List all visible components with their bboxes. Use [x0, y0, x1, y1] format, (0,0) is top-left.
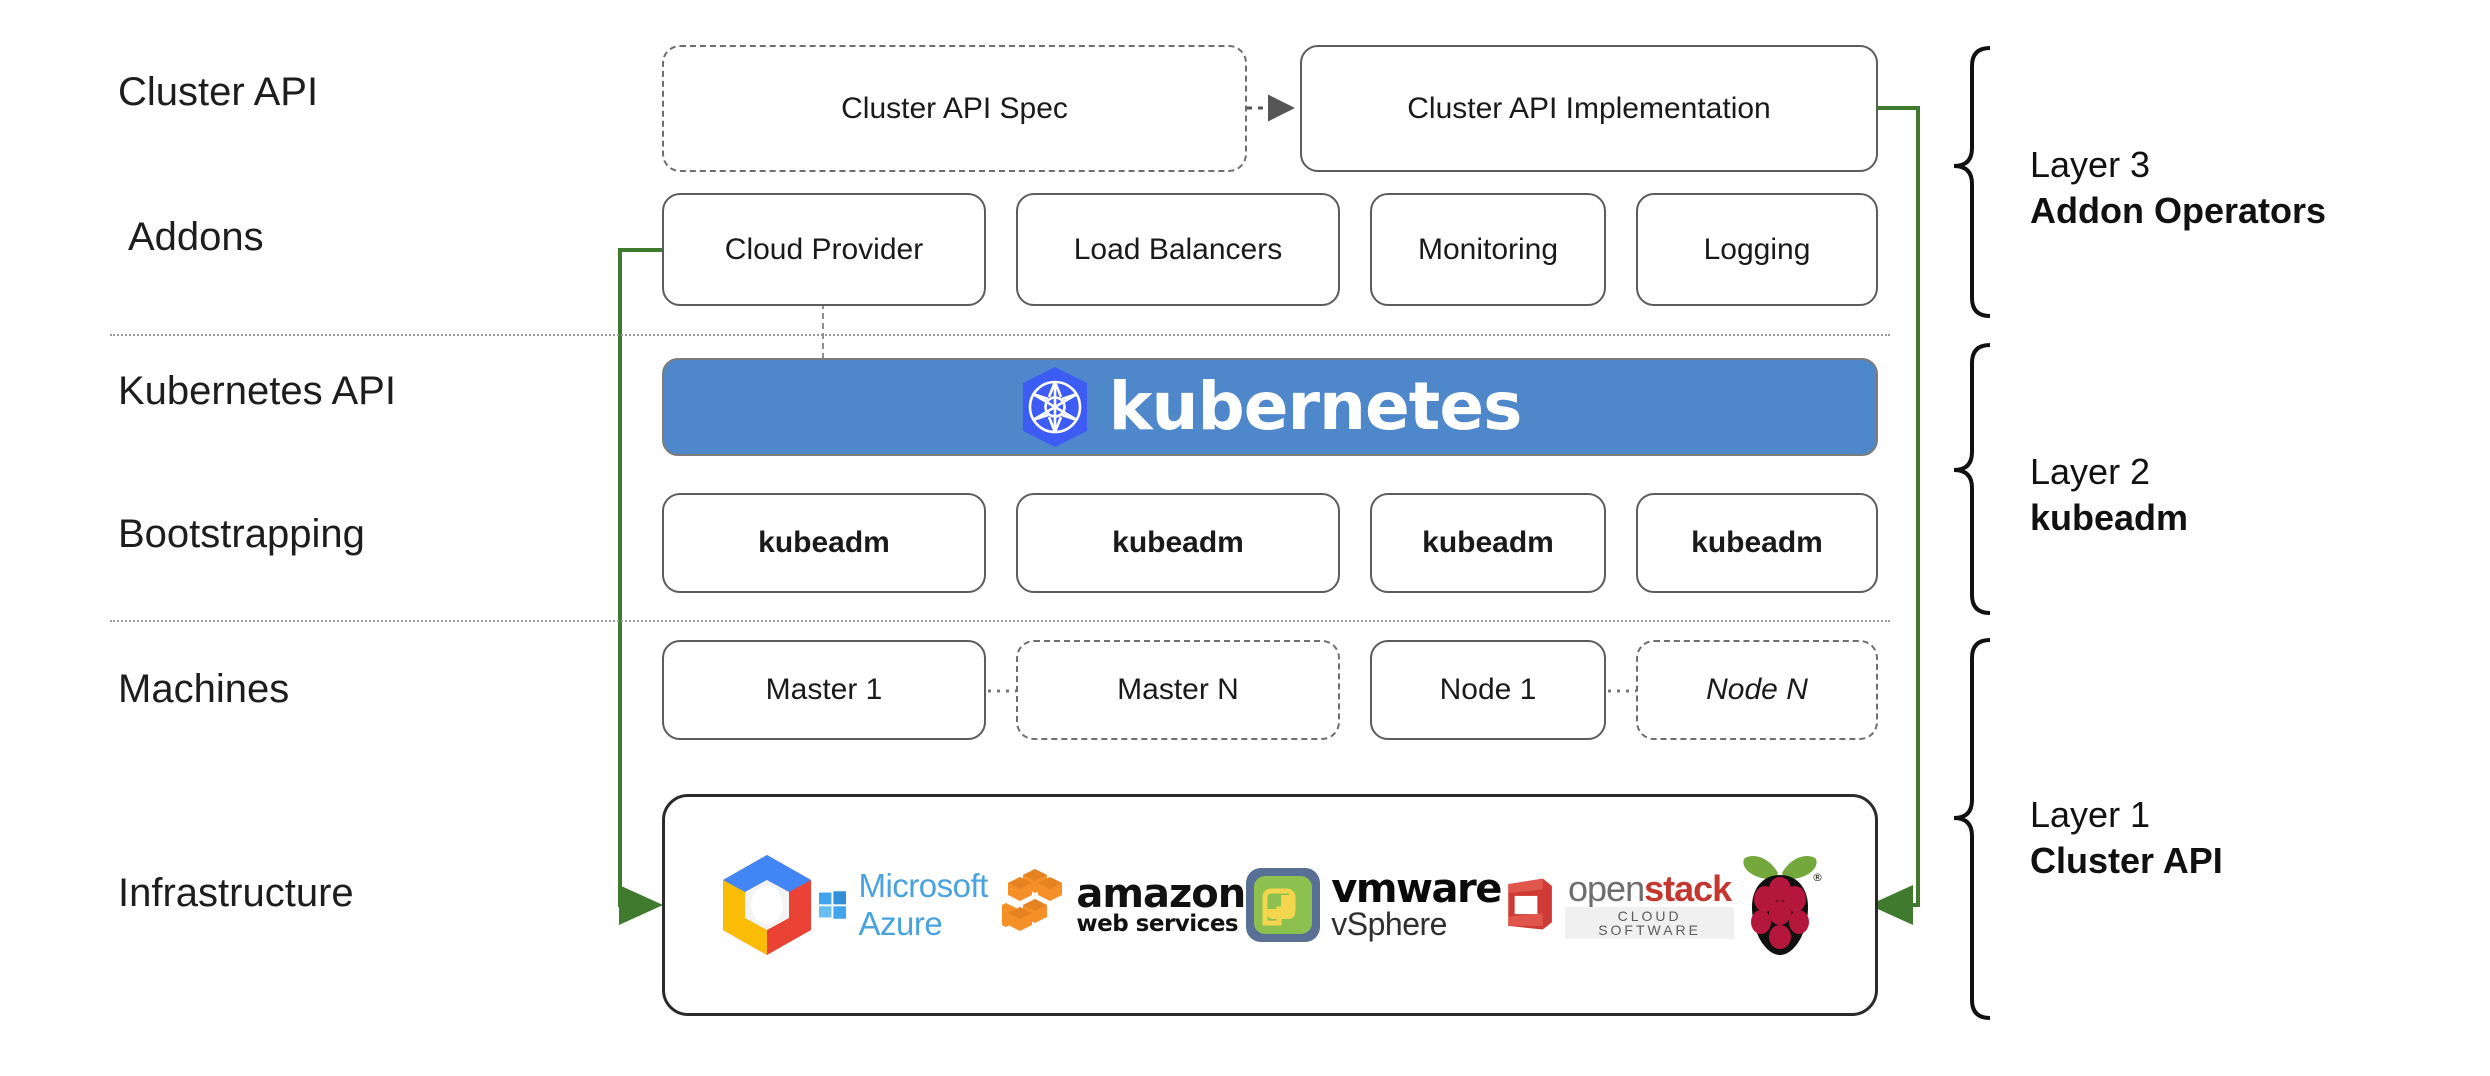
- addon-label-cloud-provider: Cloud Provider: [724, 232, 924, 266]
- addon-label-logging: Logging: [1703, 232, 1811, 266]
- microsoft-azure-wordmark: Microsoft Azure: [858, 867, 988, 942]
- cluster-api-implementation-label: Cluster API Implementation: [1407, 91, 1771, 125]
- machines-ellipsis-1: [988, 689, 1016, 693]
- machine-label-node-n: Node N: [1706, 673, 1808, 706]
- openstack-open-wordmark: open: [1568, 868, 1645, 909]
- addon-label-load-balancers: Load Balancers: [1073, 232, 1283, 266]
- layer-1-brace: [1953, 638, 1991, 1020]
- bootstrap-box-2[interactable]: kubeadm: [1016, 493, 1340, 593]
- addon-box-cloud-provider[interactable]: Cloud Provider: [662, 193, 986, 306]
- vsphere-subtitle: vSphere: [1331, 906, 1447, 942]
- row-label-addons: Addons: [128, 215, 264, 259]
- microsoft-azure-logo[interactable]: Microsoft Azure: [819, 867, 1002, 943]
- vsphere-icon: [1246, 868, 1321, 942]
- layer-1-title: Cluster API: [2030, 840, 2223, 882]
- google-cloud-platform-logo[interactable]: [715, 851, 819, 959]
- windows-flag-icon: [819, 891, 847, 919]
- cloud-provider-to-kubernetes-connector: [822, 303, 824, 359]
- addon-label-monitoring: Monitoring: [1417, 232, 1559, 266]
- kubernetes-wordmark: kubernetes: [1108, 368, 1523, 445]
- openstack-stack-wordmark: stack: [1644, 868, 1732, 909]
- vmware-vsphere-logo[interactable]: vmware vSphere: [1245, 866, 1502, 943]
- layer-3-number: Layer 3: [2030, 144, 2151, 185]
- bootstrap-label-3: kubeadm: [1422, 526, 1554, 559]
- bootstrap-box-3[interactable]: kubeadm: [1370, 493, 1606, 593]
- addon-box-monitoring[interactable]: Monitoring: [1370, 193, 1606, 306]
- machine-box-master-1[interactable]: Master 1: [662, 640, 986, 740]
- aws-web-services-subtitle: web services: [1076, 910, 1239, 937]
- bootstrap-label-4: kubeadm: [1691, 526, 1823, 559]
- bootstrap-label-2: kubeadm: [1112, 526, 1244, 559]
- kubernetes-banner[interactable]: kubernetes: [662, 358, 1878, 456]
- amazon-web-services-logo[interactable]: amazon web services: [1002, 867, 1246, 943]
- vmware-wordmark: vmware: [1331, 866, 1502, 912]
- raspberry-pi-logo[interactable]: ®: [1734, 849, 1826, 961]
- machine-label-node-1: Node 1: [1439, 673, 1537, 706]
- layer-1-caption: Layer 1 Cluster API: [2030, 792, 2223, 884]
- row-label-machines: Machines: [118, 667, 290, 711]
- openstack-cloud-software-subtitle: CLOUD SOFTWARE: [1565, 907, 1734, 939]
- layer-2-number: Layer 2: [2030, 451, 2151, 492]
- layer-1-number: Layer 1: [2030, 794, 2151, 835]
- infrastructure-panel[interactable]: Microsoft Azure: [662, 794, 1878, 1016]
- layer-3-caption: Layer 3 Addon Operators: [2030, 142, 2326, 234]
- machine-label-master-1: Master 1: [765, 673, 883, 706]
- cluster-api-implementation-box[interactable]: Cluster API Implementation: [1300, 45, 1878, 172]
- layer-2-brace: [1953, 343, 1991, 615]
- machines-ellipsis-2: [1608, 689, 1636, 693]
- machine-box-node-n[interactable]: Node N: [1636, 640, 1878, 740]
- divider-layer3-layer2: [110, 334, 1890, 336]
- row-label-cluster-api: Cluster API: [118, 70, 319, 114]
- cluster-api-spec-box[interactable]: Cluster API Spec: [662, 45, 1247, 172]
- bootstrap-box-4[interactable]: kubeadm: [1636, 493, 1878, 593]
- machine-label-master-n: Master N: [1117, 673, 1239, 706]
- cluster-api-implementation-to-infrastructure-connector: [1869, 106, 1920, 925]
- layer-3-brace: [1953, 46, 1991, 318]
- svg-text:®: ®: [1812, 871, 1823, 884]
- kubernetes-helm-wheel-icon: [1019, 365, 1091, 449]
- aws-cubes-icon: [1002, 869, 1063, 931]
- row-label-infrastructure: Infrastructure: [118, 871, 354, 915]
- addon-box-load-balancers[interactable]: Load Balancers: [1016, 193, 1340, 306]
- layer-3-title: Addon Operators: [2030, 190, 2327, 232]
- row-label-bootstrapping: Bootstrapping: [118, 512, 365, 556]
- openstack-logo[interactable]: openstack CLOUD SOFTWARE: [1501, 871, 1734, 939]
- raspberry-pi-icon: ®: [1743, 855, 1823, 955]
- row-label-kubernetes-api: Kubernetes API: [118, 369, 396, 413]
- bootstrap-box-1[interactable]: kubeadm: [662, 493, 986, 593]
- addon-box-logging[interactable]: Logging: [1636, 193, 1878, 306]
- openstack-cube-icon: [1508, 878, 1552, 930]
- machine-box-node-1[interactable]: Node 1: [1370, 640, 1606, 740]
- layer-2-title: kubeadm: [2030, 497, 2189, 539]
- cluster-api-spec-label: Cluster API Spec: [841, 91, 1068, 125]
- bootstrap-label-1: kubeadm: [758, 526, 890, 559]
- layer-2-caption: Layer 2 kubeadm: [2030, 449, 2188, 541]
- divider-layer2-layer1: [110, 620, 1890, 622]
- machine-box-master-n[interactable]: Master N: [1016, 640, 1340, 740]
- amazon-wordmark: amazon: [1076, 870, 1246, 917]
- cloud-provider-to-infrastructure-connector: [618, 248, 663, 925]
